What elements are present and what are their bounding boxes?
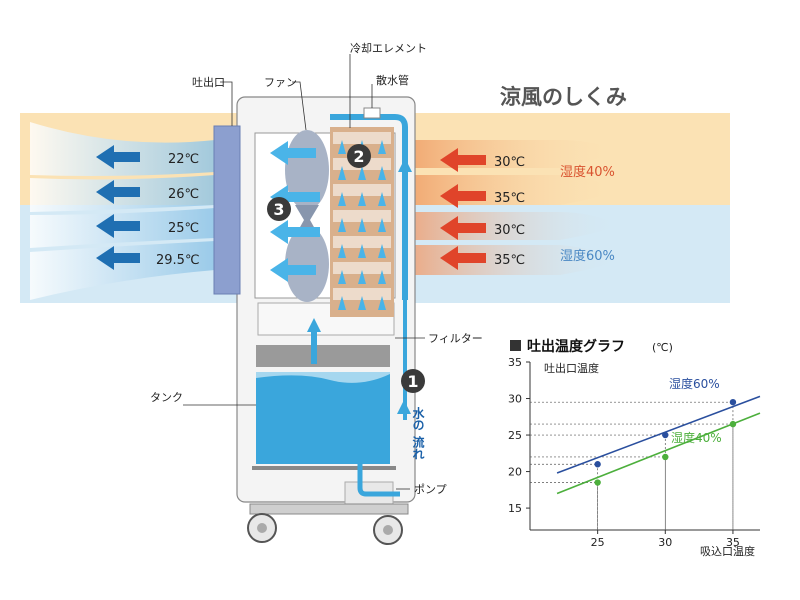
fan-label: ファン [264, 76, 297, 89]
series-point-2 [729, 420, 737, 428]
inlet-temp-3: 30℃ [494, 223, 525, 238]
filter-label: フィルター [428, 332, 483, 345]
x-axis-title: 吸込口温度 [700, 544, 755, 558]
pump-label: ポンプ [414, 483, 447, 496]
water-pipe [330, 107, 408, 497]
step-number-2: 2 [353, 147, 364, 166]
series-line-2 [556, 412, 761, 495]
graph-guides [530, 401, 734, 530]
warm-air-arrows [440, 148, 486, 270]
series-point-2 [662, 453, 669, 461]
graph-series: 湿度60% 湿度40% [556, 376, 761, 495]
y-tick-label: 20 [508, 466, 522, 479]
inlet-temp-2: 35℃ [494, 191, 525, 206]
caster-wheels [247, 513, 403, 545]
diagram-title: 涼風のしくみ [500, 85, 627, 109]
water-flow-label-1: 水の [411, 406, 425, 431]
inlet-temp-4: 35℃ [494, 253, 525, 268]
humidity-60-label: 湿度60% [560, 248, 615, 264]
step-number-3: 3 [273, 200, 284, 219]
series-point-1 [662, 431, 669, 439]
y-axis-title: 吐出口温度 [544, 361, 599, 375]
cool-airflow-streams [30, 122, 215, 300]
graph-title: 吐出温度グラフ [527, 338, 625, 355]
series-line-1 [556, 395, 761, 474]
humidity-40-label: 湿度40% [560, 164, 615, 180]
step-badge-2 [347, 144, 371, 168]
graph-ticks: 35 30 25 20 15 25 30 35 [508, 356, 740, 549]
outlet-louvre [213, 125, 241, 295]
outlet-label: 吐出口 [192, 75, 225, 89]
step-number-1: 1 [407, 372, 418, 391]
y-tick-label: 15 [508, 502, 522, 515]
step-badge-1 [401, 369, 425, 393]
x-tick-label: 35 [726, 536, 740, 549]
series-point-1 [729, 398, 737, 406]
step-badge-3 [267, 197, 291, 221]
series-point-2 [594, 479, 601, 486]
y-tick-label: 25 [508, 429, 522, 442]
outlet-temp-2: 26℃ [168, 187, 199, 202]
graph-unit: (℃) [652, 341, 673, 354]
tank-water [256, 372, 390, 464]
series-label-1: 湿度60% [669, 376, 720, 391]
inlet-temp-1: 30℃ [494, 155, 525, 170]
outlet-temp-3: 25℃ [168, 221, 199, 236]
water-flow-arrows [307, 158, 412, 414]
tank-label: タンク [150, 391, 183, 404]
square-bullet-icon [510, 340, 521, 351]
x-tick-label: 30 [658, 536, 672, 549]
cooling-element-label: 冷却エレメント [350, 42, 427, 55]
filter [256, 345, 390, 367]
step-badges: 2 3 1 [267, 144, 425, 393]
series-point-1 [594, 461, 601, 468]
x-tick-label: 25 [591, 536, 605, 549]
outlet-temp-4: 29.5℃ [156, 253, 200, 268]
water-pipe-label: 散水管 [376, 73, 409, 87]
y-tick-label: 30 [508, 393, 522, 406]
series-label-2: 湿度40% [671, 430, 722, 445]
water-flow-label-2: 流れ [411, 435, 425, 460]
cool-air-arrows [96, 145, 140, 270]
y-tick-label: 35 [508, 356, 522, 369]
leader-lines [183, 54, 425, 490]
outlet-temp-1: 22℃ [168, 152, 199, 167]
